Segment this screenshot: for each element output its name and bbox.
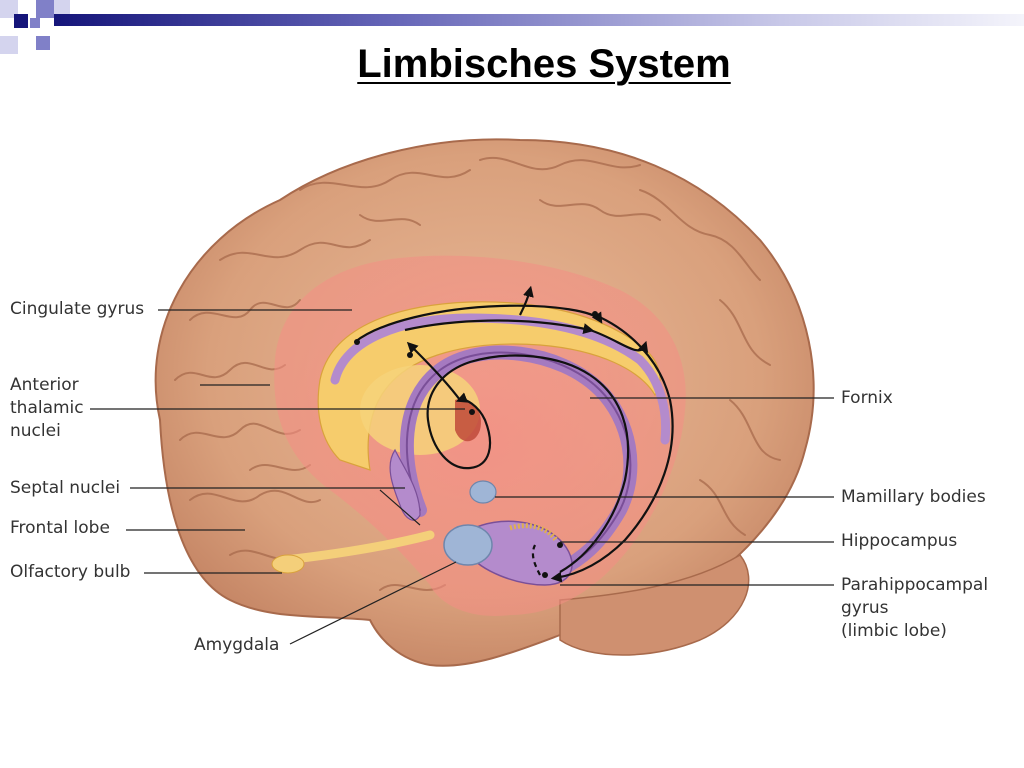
label-line: gyrus: [841, 598, 889, 618]
header-decoration: [0, 0, 1024, 54]
slide-title: Limbisches System: [357, 42, 731, 86]
gyri-texture: [174, 157, 781, 591]
label-fornix: Fornix: [841, 388, 893, 408]
label-olfactory-bulb: Olfactory bulb: [10, 562, 131, 582]
mamillary-body: [469, 480, 497, 504]
label-parahippocampal-gyrus: Parahippocampal gyrus (limbic lobe): [841, 574, 988, 643]
label-anterior-thalamic-nuclei: Anterior thalamic nuclei: [10, 374, 84, 443]
leader-lines: [90, 309, 834, 645]
hippocampus: [469, 520, 573, 586]
label-amygdala: Amygdala: [194, 635, 280, 655]
amygdala: [443, 524, 493, 566]
label-mamillary-bodies: Mamillary bodies: [841, 487, 986, 507]
label-cingulate-gyrus: Cingulate gyrus: [10, 299, 145, 319]
label-line: Anterior: [10, 375, 79, 395]
label-line: (limbic lobe): [841, 621, 947, 641]
label-line: Parahippocampal: [841, 575, 989, 595]
cerebellum: [559, 554, 750, 656]
label-septal-nuclei: Septal nuclei: [10, 478, 121, 498]
label-frontal-lobe: Frontal lobe: [10, 518, 110, 538]
corpus-callosum: [317, 301, 661, 471]
olfactory-bulb: [271, 554, 305, 574]
septal-region: [389, 448, 421, 521]
papez-circuit-arrows: [354, 285, 674, 583]
label-line: thalamic: [10, 398, 84, 418]
circuit-nodes: [354, 311, 598, 578]
label-line: nuclei: [10, 421, 61, 441]
label-hippocampus: Hippocampus: [841, 531, 958, 551]
